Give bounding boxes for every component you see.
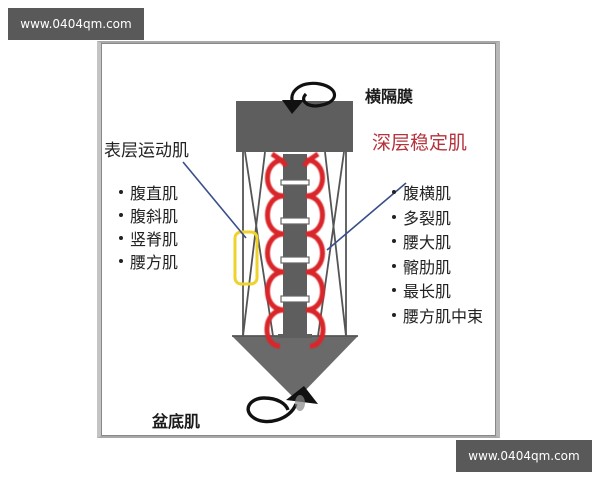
list-item-label: 多裂肌: [403, 208, 452, 228]
surface-muscles-title: 表层运动肌: [104, 141, 189, 161]
watermark-bottom-text: www.0404qm.com: [468, 449, 580, 463]
pelvic-arrow-head-icon: [286, 386, 318, 404]
list-item-label: 腰方肌中束: [403, 306, 484, 326]
bullet-icon: [119, 189, 123, 194]
list-item-label: 竖脊肌: [130, 229, 179, 249]
list-item: 髂肋肌: [392, 254, 483, 279]
bullet-icon: [119, 212, 123, 217]
watermark-top-text: www.0404qm.com: [20, 17, 132, 31]
list-item-label: 最长肌: [403, 282, 452, 302]
bullet-icon: [392, 214, 396, 219]
list-item-label: 腰大肌: [403, 233, 452, 253]
spine-vertebrae: [278, 154, 312, 338]
bullet-icon: [119, 258, 123, 263]
list-item-label: 腹横肌: [403, 184, 452, 204]
surface-muscle-lines: [232, 151, 358, 337]
list-item: 腰大肌: [392, 229, 483, 254]
list-item: 最长肌: [392, 278, 483, 303]
surface-muscle-pointer: [182, 161, 247, 239]
deep-muscle-list: 腹横肌 多裂肌 腰大肌 髂肋肌 最长肌 腰方肌中束: [392, 180, 483, 327]
list-item: 多裂肌: [392, 205, 483, 230]
watermark-bottom: www.0404qm.com: [456, 440, 592, 472]
pelvic-rotation-arrow-icon: [246, 396, 298, 424]
list-item-label: 腹斜肌: [130, 206, 179, 226]
bullet-icon: [392, 190, 396, 195]
bullet-icon: [119, 235, 123, 240]
list-item: 腰方肌中束: [392, 303, 483, 328]
list-item-label: 腰方肌: [130, 252, 179, 272]
pelvic-floor-funnel: [232, 336, 358, 400]
list-item: 腹斜肌: [119, 203, 178, 226]
surface-muscle-highlight: [233, 230, 259, 286]
pelvic-floor-label: 盆底肌: [152, 412, 201, 431]
deep-muscle-pointer: [326, 182, 407, 251]
list-item-label: 腹直肌: [130, 183, 179, 203]
diaphragm-label: 横隔膜: [365, 87, 414, 106]
deep-muscles-title: 深层稳定肌: [372, 132, 468, 154]
watermark-top: www.0404qm.com: [8, 8, 144, 40]
list-item: 竖脊肌: [119, 226, 178, 249]
list-item: 腹直肌: [119, 180, 178, 203]
list-item-label: 髂肋肌: [403, 257, 452, 277]
bullet-icon: [392, 239, 396, 244]
diaphragm-arrow-head-icon: [282, 100, 304, 114]
spine-discs: [280, 179, 310, 303]
bullet-icon: [392, 312, 396, 317]
bullet-icon: [392, 288, 396, 293]
bullet-icon: [392, 263, 396, 268]
surface-muscle-list: 腹直肌 腹斜肌 竖脊肌 腰方肌: [119, 180, 178, 272]
deep-muscle-loops: [264, 151, 326, 349]
diaphragm-rotation-arrow-icon: [290, 81, 337, 110]
list-item: 腹横肌: [392, 180, 483, 205]
list-item: 腰方肌: [119, 249, 178, 272]
